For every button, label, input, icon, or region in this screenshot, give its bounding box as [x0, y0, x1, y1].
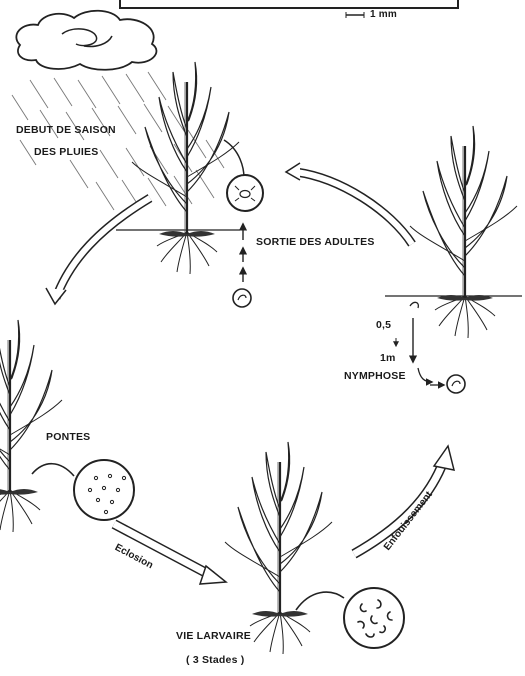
- maize-plant: [132, 62, 239, 274]
- stages-label: ( 3 Stades ): [186, 654, 244, 666]
- rain-cloud-icon: [16, 11, 156, 70]
- arrow-season-to-laying: [46, 198, 150, 304]
- pontes-label: PONTES: [46, 431, 90, 443]
- pupa-icon: [447, 375, 465, 393]
- rain-season-label-line2: DES PLUIES: [34, 146, 98, 158]
- larval-life-label: VIE LARVAIRE: [176, 630, 251, 642]
- top-frame: [120, 0, 458, 8]
- adults-exit-label: SORTIE DES ADULTES: [256, 236, 375, 248]
- pupa-icon: [233, 289, 251, 307]
- depth-label-top: 0,5: [376, 319, 391, 331]
- scale-label: 1 mm: [370, 9, 397, 20]
- adult-beetle-icon: [227, 175, 263, 211]
- nymphose-arrow: [418, 368, 432, 382]
- arrow-to-adult-exit: [286, 163, 412, 244]
- eggs-icon: [74, 460, 134, 520]
- maize-plant: [410, 126, 517, 338]
- arrow-burrowing: [354, 446, 454, 554]
- maize-plant: [0, 320, 62, 532]
- pupa-icon: [410, 302, 418, 308]
- depth-label-bottom: 1m: [380, 352, 396, 364]
- rain-season-label-line1: DEBUT DE SAISON: [16, 124, 116, 136]
- larvae-icon: [344, 588, 404, 648]
- maize-plant: [225, 442, 332, 654]
- nymphose-label: NYMPHOSE: [344, 370, 406, 382]
